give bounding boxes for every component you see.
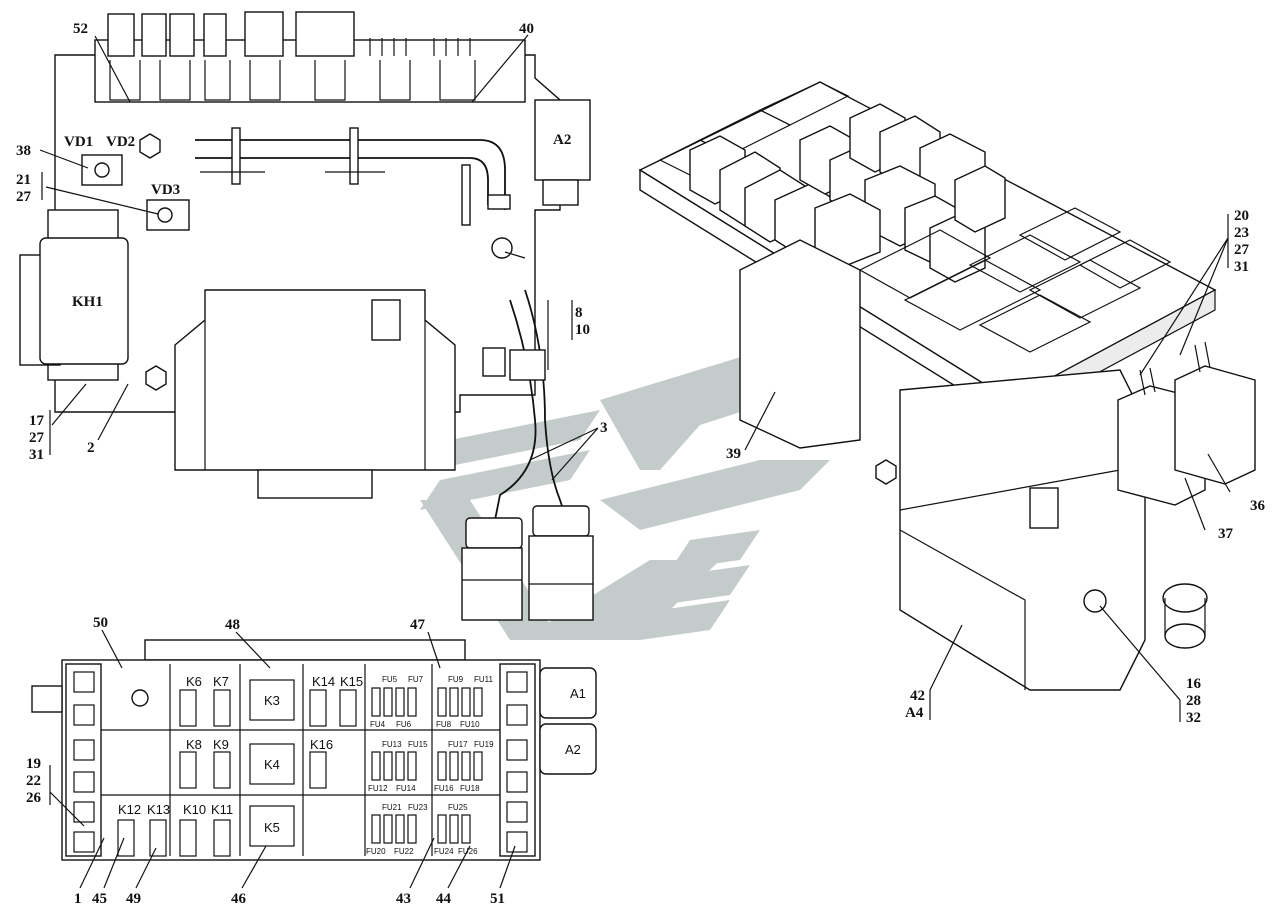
callout-26: 26 xyxy=(26,790,42,806)
leader-lines-right xyxy=(744,214,1231,722)
callout-40: 40 xyxy=(519,21,534,37)
kh1-label: KH1 xyxy=(72,294,103,310)
callout-31b: 31 xyxy=(1234,259,1249,275)
fuse-fu15: FU15 xyxy=(408,740,428,749)
relay-k16: K16 xyxy=(310,737,333,752)
fuse-fu8: FU8 xyxy=(436,720,452,729)
callout-38: 38 xyxy=(16,143,31,159)
fuse-fu10: FU10 xyxy=(460,720,480,729)
fuse-fu4: FU4 xyxy=(370,720,386,729)
callout-52: 52 xyxy=(73,21,88,37)
fuse-fu19: FU19 xyxy=(474,740,494,749)
fuse-fu23: FU23 xyxy=(408,803,428,812)
isometric-block xyxy=(638,81,1256,691)
relay-k11: K11 xyxy=(211,802,233,817)
fuse-fu9: FU9 xyxy=(448,675,464,684)
fuse-fu21: FU21 xyxy=(382,803,402,812)
callout-42: 42 xyxy=(910,688,925,704)
fuse-box-plan: A1 A2 K3 K4 K5 K6 K7 xyxy=(31,639,597,861)
a2-block-label: A2 xyxy=(553,132,571,148)
fuse-fu17: FU17 xyxy=(448,740,468,749)
callout-20: 20 xyxy=(1234,208,1249,224)
fuse-fu12: FU12 xyxy=(368,784,388,793)
callout-19: 19 xyxy=(26,756,41,772)
callout-27a: 27 xyxy=(16,189,32,205)
relay-k10: K10 xyxy=(183,802,206,817)
callout-31a: 31 xyxy=(29,447,44,463)
fuse-fu22: FU22 xyxy=(394,847,414,856)
fuse-fu6: FU6 xyxy=(396,720,412,729)
callout-50: 50 xyxy=(93,615,108,631)
fuse-fu26: FU26 xyxy=(458,847,478,856)
callout-46: 46 xyxy=(231,891,247,907)
callout-48: 48 xyxy=(225,617,240,633)
callout-a4: A4 xyxy=(905,705,924,721)
vd2-label: VD2 xyxy=(106,134,135,150)
fuse-fu11: FU11 xyxy=(474,675,494,684)
relay-k6: K6 xyxy=(186,674,202,689)
leader-lines-left xyxy=(39,34,599,481)
callout-43: 43 xyxy=(396,891,411,907)
callout-47: 47 xyxy=(410,617,426,633)
fuse-fu5: FU5 xyxy=(382,675,398,684)
relay-k5: K5 xyxy=(264,820,280,835)
callout-37: 37 xyxy=(1218,526,1234,542)
callout-49: 49 xyxy=(126,891,141,907)
callout-2: 2 xyxy=(87,440,95,456)
callout-16: 16 xyxy=(1186,676,1202,692)
callout-39: 39 xyxy=(726,446,741,462)
side-connector-a1: A1 xyxy=(570,686,586,701)
relay-k12: K12 xyxy=(118,802,141,817)
callout-23: 23 xyxy=(1234,225,1249,241)
fuse-fu13: FU13 xyxy=(382,740,402,749)
relay-k4: K4 xyxy=(264,757,280,772)
callout-51: 51 xyxy=(490,891,505,907)
relay-k3: K3 xyxy=(264,693,280,708)
mounting-plate: A2 VD1 VD2 VD3 KH1 xyxy=(19,11,594,621)
fuse-fu24: FU24 xyxy=(434,847,454,856)
relay-k9: K9 xyxy=(213,737,229,752)
callout-3: 3 xyxy=(600,420,608,436)
fuse-fu20: FU20 xyxy=(366,847,386,856)
fuse-fu14: FU14 xyxy=(396,784,416,793)
callout-28: 28 xyxy=(1186,693,1201,709)
side-connector-a2: A2 xyxy=(565,742,581,757)
fuse-fu25: FU25 xyxy=(448,803,468,812)
callout-1: 1 xyxy=(74,891,82,907)
callout-32: 32 xyxy=(1186,710,1201,726)
relay-k8: K8 xyxy=(186,737,202,752)
fuse-fu18: FU18 xyxy=(460,784,480,793)
callout-27c: 27 xyxy=(1234,242,1250,258)
relay-k14: K14 xyxy=(312,674,335,689)
callout-44: 44 xyxy=(436,891,452,907)
fuse-rows xyxy=(858,207,1172,353)
callout-27b: 27 xyxy=(29,430,45,446)
relay-k7: K7 xyxy=(213,674,229,689)
leader-lines-bottom xyxy=(49,629,516,889)
callout-8: 8 xyxy=(575,305,583,321)
callout-45: 45 xyxy=(92,891,107,907)
callout-10: 10 xyxy=(575,322,590,338)
vd3-label: VD3 xyxy=(151,182,180,198)
relay-k15: K15 xyxy=(340,674,363,689)
fuse-fu7: FU7 xyxy=(408,675,424,684)
vd1-label: VD1 xyxy=(64,134,93,150)
callout-17: 17 xyxy=(29,413,45,429)
callout-22: 22 xyxy=(26,773,41,789)
relay-cubes xyxy=(689,103,1006,283)
fuse-fu16: FU16 xyxy=(434,784,454,793)
callout-36: 36 xyxy=(1250,498,1266,514)
callout-21: 21 xyxy=(16,172,31,188)
relay-k13: K13 xyxy=(147,802,170,817)
